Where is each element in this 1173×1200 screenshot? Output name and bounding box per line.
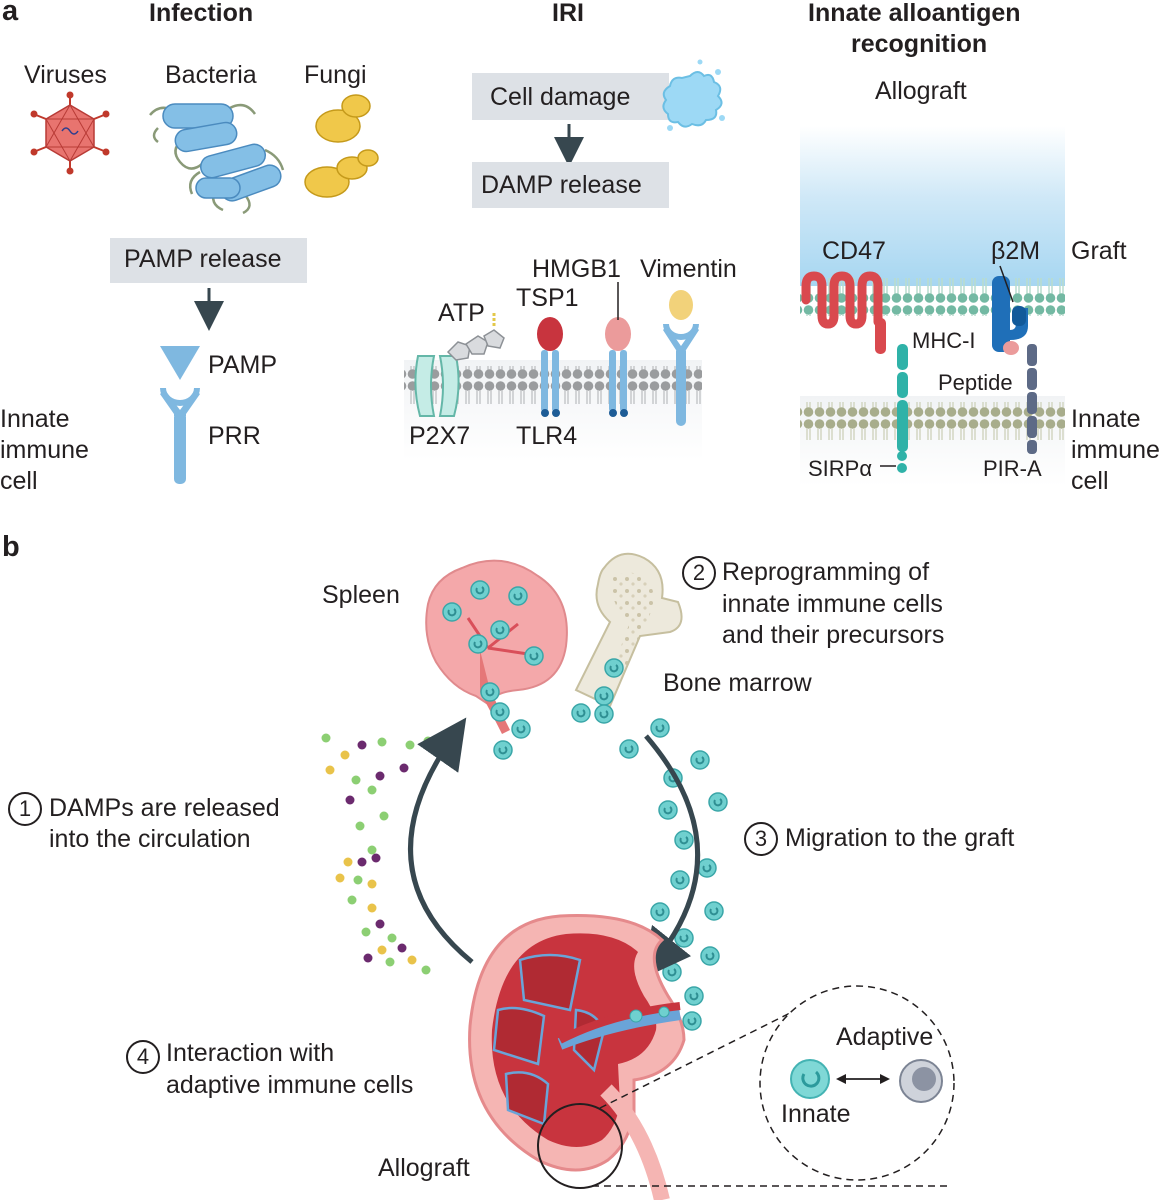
panel-a-label: a [2,0,19,27]
cell-damage-box [472,73,669,120]
atp-molecule [446,312,505,361]
innate-cell-label-a-line1: Innate [0,405,70,433]
bacteria-label: Bacteria [165,61,257,89]
cd47-protein [801,271,886,354]
fungi-icon [304,94,379,198]
allograft-label-a: Allograft [875,77,967,105]
prr-label: PRR [208,422,261,450]
arrow-migration [640,734,701,980]
iri-heading: IRI [552,0,584,27]
bone-marrow-label: Bone marrow [663,669,812,697]
sirpa-receptor [897,344,908,473]
pira-receptor [1027,344,1037,454]
b2m-label: β2M [991,237,1041,265]
innate-label: Innate [781,1100,851,1128]
graft-label: Graft [1071,237,1127,265]
mhc1-label: MHC-I [912,328,976,353]
step-2-line3: and their precursors [722,621,945,649]
damaged-cell-icon [662,59,725,131]
vimentin-label: Vimentin [640,255,737,283]
zoom-source-circle [537,1103,623,1189]
hmgb1-label: HMGB1 [532,255,621,283]
alloantigen-heading-line2: recognition [851,30,988,58]
bacteria-icon [149,103,285,215]
tlr4-label: TLR4 [516,422,578,450]
kidney-allograft [468,914,686,1200]
damp-particles [321,733,433,975]
peptide-label: Peptide [938,370,1013,395]
step-2-line1: Reprogramming of [722,558,930,586]
bone-marrow-illustration [574,552,683,708]
allograft-label-b: Allograft [378,1154,470,1182]
step-1-line1: DAMPs are released [49,794,280,822]
step-3-number: 3 [744,822,778,856]
cell-damage-label: Cell damage [490,83,631,111]
pamp-label: PAMP [208,351,277,379]
mhc1-complex [992,265,1028,355]
pamp-triangle [160,346,200,380]
sirpa-label: SIRPα [808,456,873,481]
step-2-line2: innate immune cells [722,590,943,618]
pamp-release-label: PAMP release [124,245,282,273]
p2x7-channel [414,355,460,417]
zoom-circle [759,985,955,1181]
infection-heading: Infection [149,0,254,27]
step-4-line1: Interaction with [166,1039,335,1067]
tlr4-tsp1-receptor [537,317,563,417]
innate-cell-icon [790,1059,830,1099]
allograft-gradient [800,126,1065,286]
arrow-damps-to-spleen [408,717,474,964]
vimentin-receptor [663,290,699,426]
step-2-number: 2 [682,556,716,590]
step-4-line2: adaptive immune cells [166,1071,414,1099]
cd47-label: CD47 [822,237,886,265]
innate-cell-label-a-line3: cell [0,467,38,495]
panel-b-label: b [2,531,20,563]
viruses-label: Viruses [24,61,107,89]
innate-cell-label-c-line3: cell [1071,467,1109,495]
step-1-line2: into the circulation [49,825,251,853]
alloantigen-heading-line1: Innate alloantigen [808,0,1021,27]
atp-label: ATP [438,299,485,327]
pira-label: PIR-A [983,456,1042,481]
damp-release-label: DAMP release [481,171,642,199]
damp-release-box [472,162,669,208]
innate-cell-membrane [800,402,1065,440]
pamp-release-box [110,238,307,283]
spleen-label: Spleen [322,581,400,609]
innate-cell-label-c-line1: Innate [1071,405,1141,433]
virus-icon [30,91,110,175]
tsp1-label: TSP1 [516,284,579,312]
step-1-number: 1 [8,792,42,826]
adaptive-cell-icon [899,1059,943,1103]
tlr4-hmgb1-receptor [605,282,631,417]
innate-cell-label-c-line2: immune [1071,436,1160,464]
prr-receptor [160,388,200,484]
adaptive-label: Adaptive [836,1023,934,1051]
zoom-line-top [599,1003,809,1109]
innate-cell-label-a-line2: immune [0,436,89,464]
fungi-label: Fungi [304,61,367,89]
step-4-number: 4 [126,1040,160,1074]
p2x7-label: P2X7 [409,422,471,450]
step-3-line1: Migration to the graft [785,824,1015,852]
